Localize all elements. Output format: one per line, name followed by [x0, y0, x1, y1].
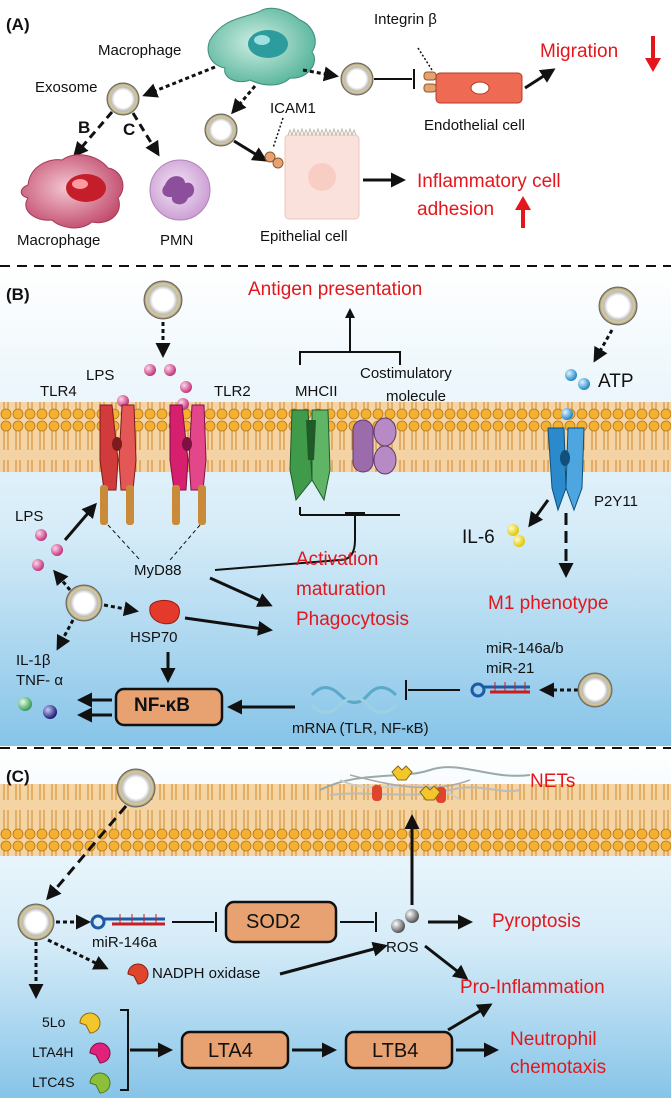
adhesion-label-line2: adhesion — [417, 199, 495, 220]
ltb4-box — [344, 1030, 454, 1070]
mirna-icon — [470, 682, 530, 698]
mhcii-icon — [289, 409, 331, 502]
epithelial-cell-icon — [284, 127, 360, 220]
p2y11-receptor-icon — [547, 427, 585, 512]
macrophage-source-label: Macrophage — [98, 42, 182, 59]
hsp70-icon — [149, 599, 180, 625]
nadph-oxidase-label: NADPH oxidase — [152, 965, 261, 982]
mir146ab-label: miR-146a/b — [486, 640, 564, 657]
icam1-icon — [264, 151, 284, 169]
activation-label-line2: maturation — [296, 579, 386, 600]
tlr2-receptor-icon — [169, 404, 207, 525]
p2y11-label: P2Y11 — [594, 493, 638, 510]
mirna-icon — [90, 914, 165, 930]
activation-label-line1: Activation — [296, 549, 379, 570]
activation-label-line3: Phagocytosis — [296, 609, 410, 630]
icam1-label: ICAM1 — [270, 100, 316, 117]
macrophage-target-label: Macrophage — [17, 232, 101, 249]
5lo-label: 5Lo — [42, 1014, 66, 1030]
exosome-icon — [598, 286, 638, 326]
path-b-label: B — [78, 118, 91, 137]
tnfa-label: TNF- α — [16, 672, 63, 689]
lps-side-label: LPS — [15, 508, 44, 525]
panel-b-tag: (B) — [6, 285, 30, 304]
pmn-icon — [149, 159, 211, 221]
costimulatory-label-line2: molecule — [386, 388, 447, 405]
adhesion-up-icon — [515, 196, 531, 228]
nfkb-box — [114, 687, 224, 727]
mir21-label: miR-21 — [486, 660, 535, 677]
tlr4-receptor-icon — [99, 404, 137, 525]
migration-label: Migration — [540, 41, 619, 62]
endothelial-cell-icon — [423, 71, 523, 104]
tlr2-label: TLR2 — [214, 383, 251, 400]
ltb4-label: LTB4 — [372, 1040, 419, 1062]
integrin-label: Integrin β — [374, 11, 437, 28]
exosome-icon — [116, 768, 156, 808]
macrophage-icon — [207, 7, 316, 86]
migration-down-icon — [645, 36, 661, 72]
lps-top-label: LPS — [86, 367, 115, 384]
exosome-icon — [143, 280, 183, 320]
cell-membrane — [0, 784, 671, 856]
exosome-icon — [204, 113, 238, 147]
nfkb-label: NF-κB — [134, 695, 190, 716]
il6-label: IL-6 — [462, 527, 495, 548]
nets-label: NETs — [530, 771, 576, 792]
panel-a-tag: (A) — [6, 15, 30, 34]
mrna-icon — [310, 686, 398, 714]
myd88-label: MyD88 — [134, 562, 182, 579]
mir146a-label: miR-146a — [92, 934, 158, 951]
ros-label: ROS — [386, 939, 419, 956]
exosome-icon — [577, 672, 613, 708]
mhcii-label: MHCII — [295, 383, 338, 400]
chemotaxis-label-line1: Neutrophil — [510, 1029, 597, 1050]
panel-c-tag: (C) — [6, 767, 30, 786]
m1-phenotype-label: M1 phenotype — [488, 593, 609, 614]
tlr4-label: TLR4 — [40, 383, 77, 400]
lta4h-label: LTA4H — [32, 1044, 74, 1060]
hsp70-label: HSP70 — [130, 629, 178, 646]
enzyme-icon — [79, 1012, 111, 1094]
adhesion-label-line1: Inflammatory cell — [417, 171, 561, 192]
costimulatory-label-line1: Costimulatory — [360, 365, 452, 382]
pmn-label: PMN — [160, 232, 194, 249]
il1b-label: IL-1β — [16, 652, 51, 669]
nets-icon — [319, 765, 531, 803]
epithelial-label: Epithelial cell — [260, 228, 348, 245]
macrophage-icon — [20, 154, 124, 229]
mrna-label: mRNA (TLR, NF-κB) — [292, 720, 429, 737]
lta4-label: LTA4 — [208, 1040, 253, 1062]
path-c-label: C — [123, 120, 136, 139]
exosome-icon — [340, 62, 374, 96]
exosome-icon — [17, 903, 55, 941]
costimulatory-molecule-icon — [352, 417, 397, 475]
chemotaxis-label-line2: chemotaxis — [510, 1057, 607, 1078]
exosome-icon — [106, 82, 140, 116]
sod2-label: SOD2 — [246, 911, 301, 933]
atp-label: ATP — [598, 371, 634, 392]
sod2-box — [224, 900, 338, 944]
exosome-icon — [65, 584, 103, 622]
exosome-label: Exosome — [35, 79, 98, 96]
proinflammation-label: Pro-Inflammation — [460, 977, 605, 998]
lta4-box — [180, 1030, 290, 1070]
antigen-label: Antigen presentation — [248, 279, 423, 300]
ltc4s-label: LTC4S — [32, 1074, 75, 1090]
pyroptosis-label: Pyroptosis — [492, 911, 581, 932]
endothelial-label: Endothelial cell — [424, 117, 525, 134]
enzyme-icon — [127, 963, 149, 985]
